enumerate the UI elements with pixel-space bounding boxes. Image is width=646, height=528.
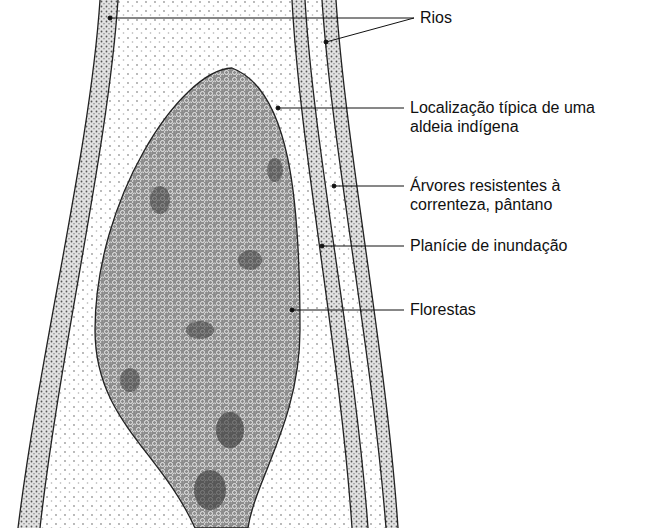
forest-area (95, 68, 300, 528)
callout-label: Florestas (410, 300, 640, 319)
callout-label: Árvores resistentes à correnteza, pântan… (410, 176, 568, 214)
callout-label: Localização típica de uma aldeia indígen… (410, 98, 600, 136)
river-lines (18, 0, 398, 528)
callout-label: Planície de inundação (410, 236, 640, 255)
forest-shading (120, 158, 283, 510)
callout-label: Rios (420, 8, 620, 27)
river-band (322, 0, 398, 528)
leader-lines (108, 16, 414, 312)
